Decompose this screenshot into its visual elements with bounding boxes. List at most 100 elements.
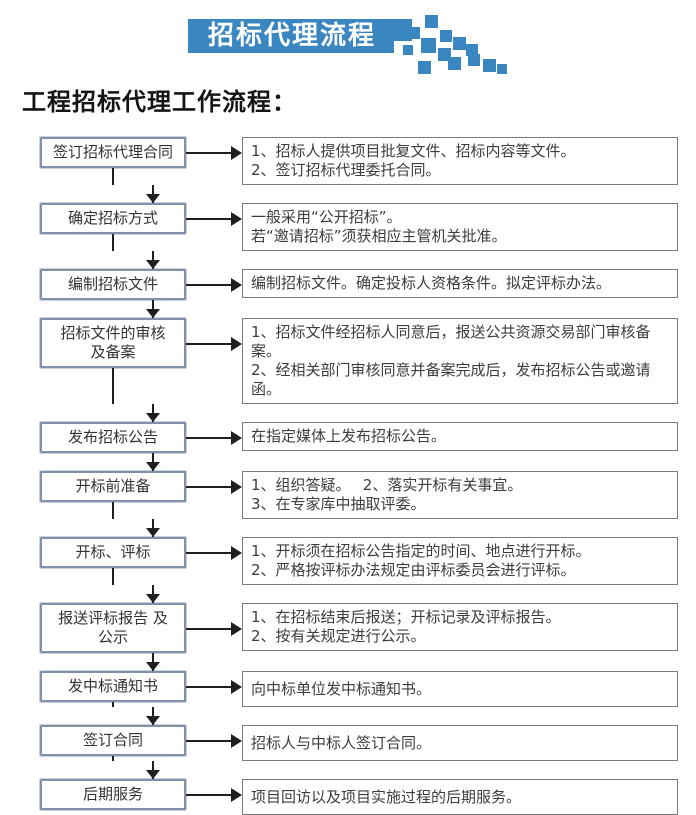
pixel-decoration-square (497, 64, 507, 74)
pixel-decoration-square (438, 48, 451, 61)
pixel-decoration-square (440, 30, 452, 42)
down-arrow-icon (145, 519, 161, 537)
connector-line (112, 568, 114, 585)
down-arrow-icon (145, 653, 161, 671)
arrowhead-icon (146, 662, 160, 671)
flow-step: 确定招标方式 一般采用“公开招标”。若“邀请招标”须获相应主管机关批准。 (39, 202, 678, 251)
step-description: 在指定媒体上发布招标公告。 (242, 422, 678, 451)
pixel-decoration-square (408, 27, 420, 39)
arrowhead-icon (146, 462, 160, 471)
connector-line (112, 168, 114, 185)
flow-step-left-cell: 确定招标方式 (39, 202, 187, 251)
right-arrow-icon (186, 145, 242, 161)
flow-step: 签订招标代理合同 1、招标人提供项目批复文件、招标内容等文件。2、签订招标代理委… (39, 136, 678, 185)
arrowhead-icon (146, 716, 160, 725)
flowchart: 签订招标代理合同 1、招标人提供项目批复文件、招标内容等文件。2、签订招标代理委… (39, 136, 678, 815)
right-arrow-icon (186, 545, 242, 561)
flow-step: 编制招标文件 编制招标文件。确定投标人资格条件。拟定评标办法。 (39, 268, 678, 301)
arrowhead-icon (146, 260, 160, 269)
pixel-decoration-square (466, 44, 478, 56)
banner-title: 招标代理流程 (188, 19, 395, 53)
step-description: 招标人与中标人签订合同。 (242, 725, 678, 761)
stage-box: 发布招标公告 (39, 421, 187, 454)
down-arrow-icon (145, 585, 161, 603)
stage-box: 发中标通知书 (39, 670, 187, 703)
right-arrow-icon (186, 621, 242, 637)
connector-line (112, 502, 114, 519)
flow-step: 开标前准备 1、组织答疑。 2、落实开标有关事宜。3、在专家库中抽取评委。 (39, 470, 678, 519)
arrowhead-icon (146, 309, 160, 318)
page-title: 工程招标代理工作流程： (22, 88, 297, 116)
flow-step-left-cell: 签订招标代理合同 (39, 136, 187, 185)
pixel-decoration-square (403, 45, 413, 55)
flow-step-left-cell: 签订合同 (39, 724, 187, 761)
stage-box: 签订合同 (39, 724, 187, 757)
step-description: 1、开标须在招标公告指定的时间、地点进行开标。2、严格按评标办法规定由评标委员会… (242, 537, 678, 585)
step-description: 1、招标文件经招标人同意后，报送公共资源交易部门审核备案。2、经相关部门审核同意… (242, 318, 678, 404)
flow-step: 签订合同 招标人与中标人签订合同。 (39, 724, 678, 761)
pixel-decoration-square (390, 19, 412, 41)
pixel-decoration-square (468, 54, 480, 66)
pixel-decoration-square (448, 57, 461, 70)
stage-box: 开标前准备 (39, 470, 187, 503)
flow-step: 开标、评标 1、开标须在招标公告指定的时间、地点进行开标。2、严格按评标办法规定… (39, 536, 678, 585)
connector-line (112, 234, 114, 251)
down-arrow-icon (145, 707, 161, 725)
right-arrow-icon (186, 336, 242, 352)
stage-box: 开标、评标 (39, 536, 187, 569)
right-arrow-icon (186, 679, 242, 695)
stage-box: 报送评标报告 及公示 (39, 602, 187, 654)
flow-step: 发布招标公告 在指定媒体上发布招标公告。 (39, 421, 678, 454)
flow-step-left-cell: 开标前准备 (39, 470, 187, 519)
stage-box: 后期服务 (39, 778, 187, 811)
banner-row: 招标代理流程 (0, 0, 696, 74)
down-arrow-icon (145, 300, 161, 318)
stage-box: 编制招标文件 (39, 268, 187, 301)
pixel-decoration-square (421, 38, 436, 53)
right-arrow-icon (186, 430, 242, 446)
flow-step: 报送评标报告 及公示 1、在招标结束后报送；开标记录及评标报告。2、按有关规定进… (39, 602, 678, 654)
pixel-decoration-square (418, 61, 431, 74)
down-arrow-icon (145, 404, 161, 422)
flow-step-left-cell: 后期服务 (39, 778, 187, 815)
down-arrow-icon (145, 453, 161, 471)
down-arrow-icon (145, 185, 161, 203)
right-arrow-icon (186, 479, 242, 495)
down-arrow-icon (145, 251, 161, 269)
right-arrow-icon (186, 733, 242, 749)
arrowhead-icon (146, 528, 160, 537)
flow-step: 招标文件的审核及备案 1、招标文件经招标人同意后，报送公共资源交易部门审核备案。… (39, 317, 678, 404)
right-arrow-icon (186, 211, 242, 227)
arrowhead-icon (146, 770, 160, 779)
right-arrow-icon (186, 787, 242, 803)
step-description: 项目回访以及项目实施过程的后期服务。 (242, 779, 678, 815)
flow-step: 后期服务 项目回访以及项目实施过程的后期服务。 (39, 778, 678, 815)
flow-step-left-cell: 招标文件的审核及备案 (39, 317, 187, 404)
stage-box: 签订招标代理合同 (39, 136, 187, 169)
step-description: 1、招标人提供项目批复文件、招标内容等文件。2、签订招标代理委托合同。 (242, 137, 678, 185)
flow-step-left-cell: 报送评标报告 及公示 (39, 602, 187, 654)
stage-box: 招标文件的审核及备案 (39, 317, 187, 369)
right-arrow-icon (186, 277, 242, 293)
pixel-decoration-square (425, 15, 438, 28)
flow-step: 发中标通知书 向中标单位发中标通知书。 (39, 670, 678, 707)
connector-line (112, 702, 114, 707)
step-description: 向中标单位发中标通知书。 (242, 671, 678, 707)
step-description: 编制招标文件。确定投标人资格条件。拟定评标办法。 (242, 269, 678, 298)
flow-step-left-cell: 编制招标文件 (39, 268, 187, 301)
flow-step-left-cell: 发中标通知书 (39, 670, 187, 707)
arrowhead-icon (146, 594, 160, 603)
flow-step-left-cell: 开标、评标 (39, 536, 187, 585)
connector-line (112, 756, 114, 761)
step-description: 1、组织答疑。 2、落实开标有关事宜。3、在专家库中抽取评委。 (242, 471, 678, 519)
arrowhead-icon (146, 194, 160, 203)
down-arrow-icon (145, 761, 161, 779)
flow-step-left-cell: 发布招标公告 (39, 421, 187, 454)
arrowhead-icon (146, 413, 160, 422)
pixel-decoration-square (453, 37, 466, 50)
pixel-decoration-square (483, 59, 496, 72)
connector-line (112, 368, 114, 404)
stage-box: 确定招标方式 (39, 202, 187, 235)
step-description: 1、在招标结束后报送；开标记录及评标报告。2、按有关规定进行公示。 (242, 603, 678, 651)
step-description: 一般采用“公开招标”。若“邀请招标”须获相应主管机关批准。 (242, 203, 678, 251)
